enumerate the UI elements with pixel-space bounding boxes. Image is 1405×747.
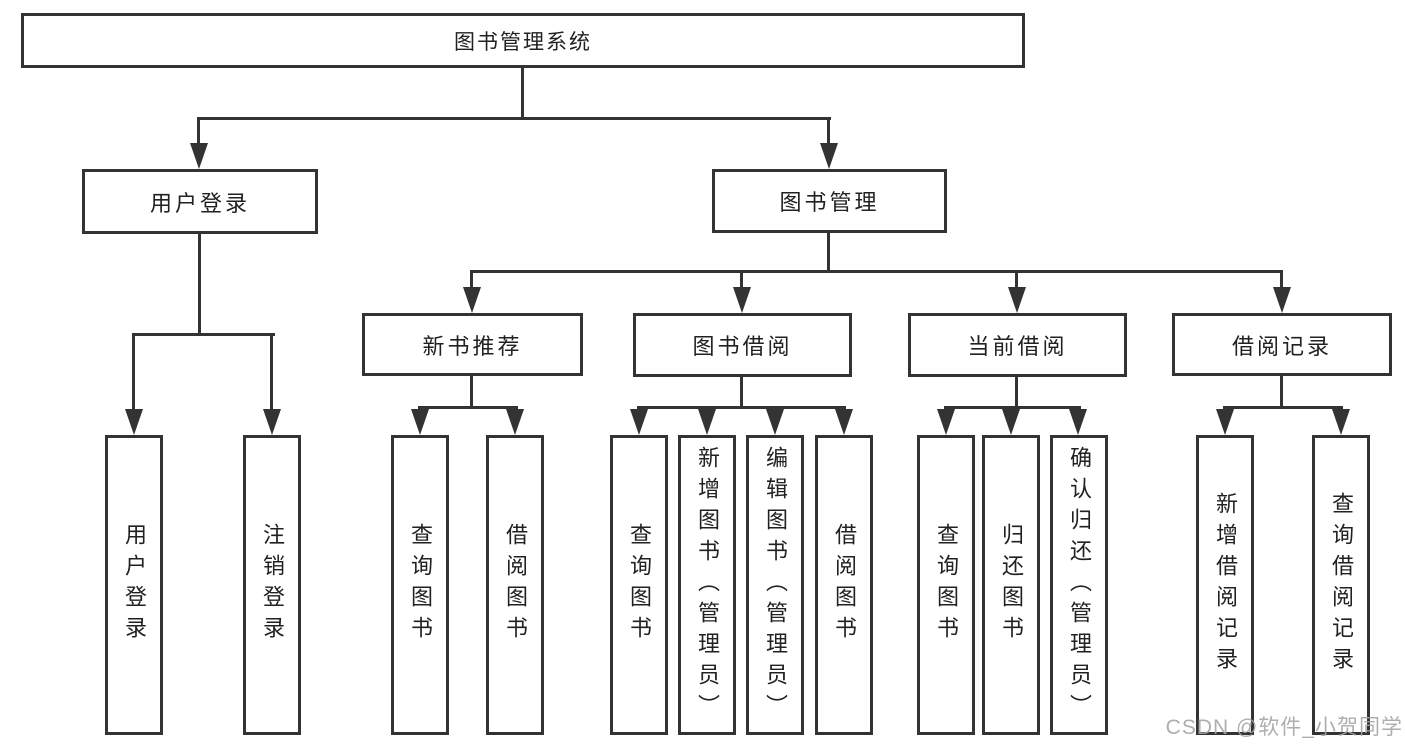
leaf-borrow-books-newrec-label: 借阅图书 — [503, 523, 528, 647]
leaf-confirm-return-admin-label: 确认归还（管理员） — [1067, 445, 1092, 725]
arrow-to-leaf-query-books-b — [411, 409, 429, 435]
node-book-borrow-label: 图书借阅 — [692, 334, 793, 359]
arrow-to-borrow-records — [1273, 287, 1291, 313]
connector-user-login-children-bar — [132, 333, 275, 336]
node-new-book-rec: 新书推荐 — [362, 313, 583, 376]
connector-root-drop — [521, 68, 524, 119]
connector-book-borrow-drop — [740, 377, 743, 409]
node-book-borrow: 图书借阅 — [633, 313, 852, 377]
node-new-book-rec-label: 新书推荐 — [422, 333, 523, 359]
leaf-user-login-label: 用户登录 — [122, 523, 147, 647]
connector-leaf-logout-stem — [270, 333, 273, 411]
connector-borrow-records-stem — [1280, 270, 1283, 290]
node-library-system-label: 图书管理系统 — [454, 30, 592, 54]
leaf-query-borrow-record-label: 查询借阅记录 — [1329, 492, 1354, 678]
connector-new-rec-stem — [470, 270, 473, 290]
leaf-return-book: 归还图书 — [982, 435, 1040, 735]
leaf-logout: 注销登录 — [243, 435, 301, 735]
leaf-add-book-admin: 新增图书（管理员） — [678, 435, 736, 735]
arrow-to-user-login — [190, 143, 208, 169]
connector-book-borrow-stem — [740, 270, 743, 290]
arrow-to-leaf-borrow-books-c — [835, 409, 853, 435]
node-borrow-records: 借阅记录 — [1172, 313, 1392, 376]
leaf-logout-label: 注销登录 — [260, 523, 285, 647]
arrow-to-book-borrow — [733, 287, 751, 313]
leaf-add-borrow-record-label: 新增借阅记录 — [1213, 492, 1238, 678]
arrow-to-leaf-logout — [263, 409, 281, 435]
connector-user-login-stem — [197, 117, 200, 145]
connector-book-mgmt-stem — [827, 117, 830, 145]
node-user-login-label: 用户登录 — [149, 190, 250, 216]
leaf-return-book-label: 归还图书 — [999, 523, 1024, 647]
node-current-borrow: 当前借阅 — [908, 313, 1127, 377]
arrow-to-leaf-add-record — [1216, 409, 1234, 435]
arrow-to-leaf-query-books-c — [630, 409, 648, 435]
connector-current-borrow-stem — [1015, 270, 1018, 290]
arrow-to-new-rec — [463, 287, 481, 313]
arrow-to-leaf-borrow-books-b — [506, 409, 524, 435]
connector-book-borrow-children-bar — [637, 406, 846, 409]
leaf-query-books-borrow: 查询图书 — [610, 435, 668, 735]
arrow-to-book-mgmt — [820, 143, 838, 169]
connector-current-borrow-children-bar — [944, 406, 1081, 409]
arrow-to-leaf-return-book — [1002, 409, 1020, 435]
connector-user-login-drop — [198, 234, 201, 336]
connector-current-borrow-drop — [1015, 377, 1018, 409]
arrow-to-leaf-edit-book — [766, 409, 784, 435]
leaf-query-books-newrec-label: 查询图书 — [408, 523, 433, 647]
leaf-add-book-admin-label: 新增图书（管理员） — [695, 445, 720, 725]
node-library-system: 图书管理系统 — [21, 13, 1025, 68]
leaf-user-login: 用户登录 — [105, 435, 163, 735]
leaf-edit-book-admin-label: 编辑图书（管理员） — [763, 445, 788, 725]
connector-borrow-records-drop — [1280, 376, 1283, 409]
arrow-to-leaf-query-books-d — [937, 409, 955, 435]
connector-new-rec-drop — [470, 376, 473, 409]
connector-book-mgmt-drop — [827, 233, 830, 273]
leaf-query-borrow-record: 查询借阅记录 — [1312, 435, 1370, 735]
leaf-query-books-newrec: 查询图书 — [391, 435, 449, 735]
arrow-to-current-borrow — [1008, 287, 1026, 313]
leaf-query-books-borrow-label: 查询图书 — [627, 523, 652, 647]
node-book-mgmt: 图书管理 — [712, 169, 947, 233]
leaf-borrow-books-borrow: 借阅图书 — [815, 435, 873, 735]
node-current-borrow-label: 当前借阅 — [967, 334, 1068, 359]
connector-level2-bar — [198, 117, 831, 120]
node-borrow-records-label: 借阅记录 — [1231, 333, 1332, 359]
connector-level3-bar — [470, 270, 1282, 273]
leaf-edit-book-admin: 编辑图书（管理员） — [746, 435, 804, 735]
node-book-mgmt-label: 图书管理 — [779, 190, 880, 215]
leaf-add-borrow-record: 新增借阅记录 — [1196, 435, 1254, 735]
node-user-login: 用户登录 — [82, 169, 318, 234]
arrow-to-leaf-add-book — [698, 409, 716, 435]
leaf-confirm-return-admin: 确认归还（管理员） — [1050, 435, 1108, 735]
connector-leaf-login-stem — [132, 333, 135, 411]
leaf-query-books-current: 查询图书 — [917, 435, 975, 735]
leaf-query-books-current-label: 查询图书 — [934, 523, 959, 647]
connector-new-rec-children-bar — [418, 406, 518, 409]
connector-borrow-records-children-bar — [1223, 406, 1343, 409]
arrow-to-leaf-login — [125, 409, 143, 435]
arrow-to-leaf-query-record — [1332, 409, 1350, 435]
csdn-watermark: CSDN @软件_小贺同学 — [1165, 716, 1403, 739]
arrow-to-leaf-confirm-return — [1069, 409, 1087, 435]
leaf-borrow-books-newrec: 借阅图书 — [486, 435, 544, 735]
leaf-borrow-books-borrow-label: 借阅图书 — [832, 523, 857, 647]
